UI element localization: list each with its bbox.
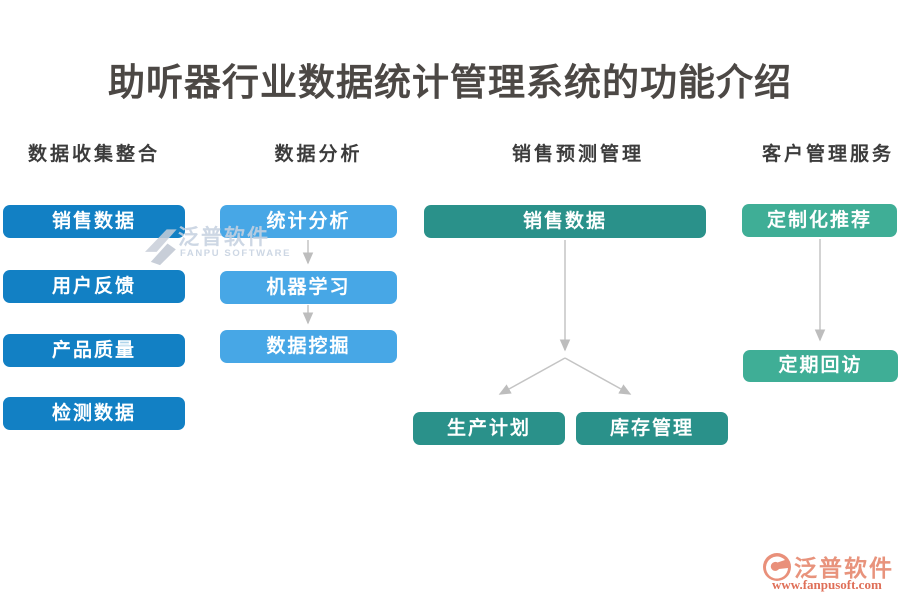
node-product-quality: 产品质量 <box>3 334 185 367</box>
node-sales-data: 销售数据 <box>3 205 185 238</box>
arrow-to-inventory <box>564 357 632 395</box>
column-header-sales-forecast: 销售预测管理 <box>511 144 644 165</box>
node-custom-recommendation: 定制化推荐 <box>742 204 897 237</box>
page-title: 助听器行业数据统计管理系统的功能介绍 <box>108 63 792 104</box>
node-forecast-sales-data: 销售数据 <box>424 205 706 238</box>
footer-brand-text: 泛普软件 <box>794 556 894 581</box>
fanpu-footer-logo: 泛普软件 www.fanpusoft.com <box>762 551 897 593</box>
column-header-data-collection: 数据收集整合 <box>27 144 160 165</box>
arrow-to-production-plan <box>498 357 566 395</box>
watermark-brand-text: 泛普软件 <box>178 226 270 249</box>
node-production-plan: 生产计划 <box>413 412 565 445</box>
node-inventory-management: 库存管理 <box>576 412 728 445</box>
column-header-customer-service: 客户管理服务 <box>761 144 894 165</box>
fanpu-watermark-logo-icon <box>145 229 177 266</box>
node-user-feedback: 用户反馈 <box>3 270 185 303</box>
node-test-data: 检测数据 <box>3 397 185 430</box>
node-statistical-analysis: 统计分析 <box>220 205 397 238</box>
node-machine-learning: 机器学习 <box>220 271 397 304</box>
column-header-data-analysis: 数据分析 <box>274 144 363 165</box>
node-regular-followup: 定期回访 <box>743 350 898 382</box>
watermark-brand-en-text: FANPU SOFTWARE <box>180 248 292 259</box>
fanpu-logo-icon <box>763 553 791 581</box>
footer-url-text: www.fanpusoft.com <box>772 577 882 592</box>
node-data-mining: 数据挖掘 <box>220 330 397 363</box>
fanpu-watermark: 泛普软件 FANPU SOFTWARE <box>140 220 289 266</box>
